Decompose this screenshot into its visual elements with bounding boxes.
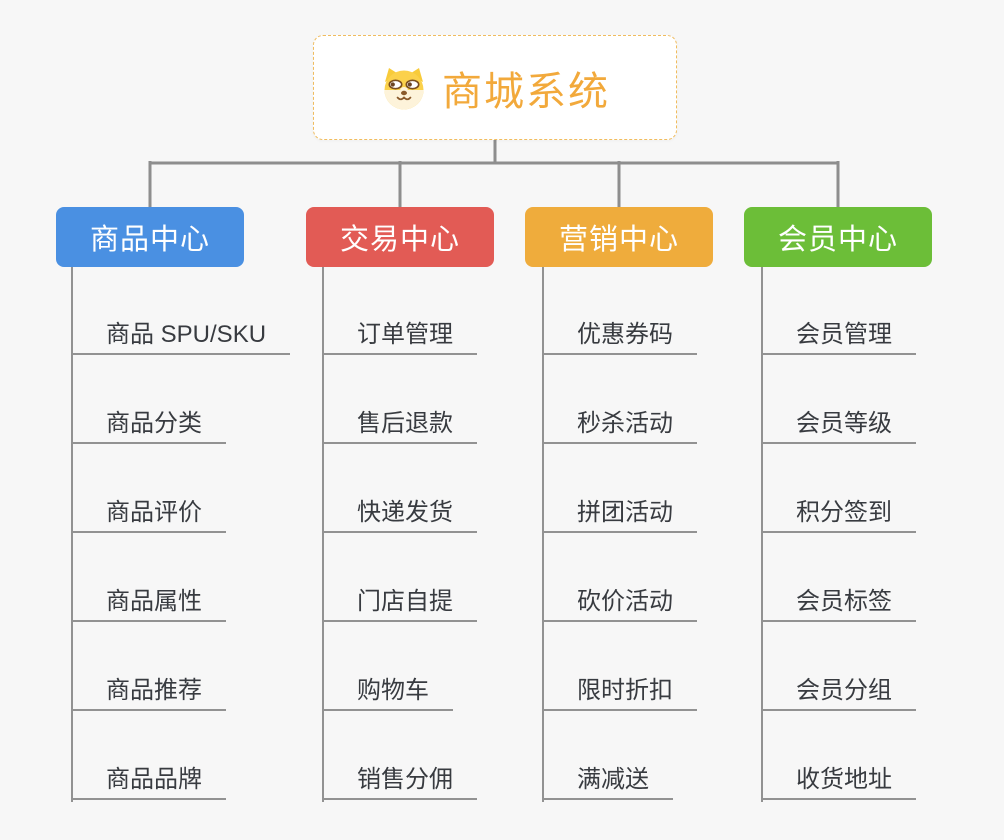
leaf-points-checkin[interactable]: 积分签到 [761, 491, 916, 533]
leaf-aftersale-refund[interactable]: 售后退款 [322, 402, 477, 444]
leaf-goods-review[interactable]: 商品评价 [71, 491, 226, 533]
trunk-line-product [71, 267, 73, 802]
leaf-coupon-code[interactable]: 优惠券码 [542, 313, 697, 355]
leaf-goods-category[interactable]: 商品分类 [71, 402, 226, 444]
leaf-shipping-address[interactable]: 收货地址 [761, 758, 916, 800]
leaf-flash-sale[interactable]: 秒杀活动 [542, 402, 697, 444]
trunk-line-trade [322, 267, 324, 802]
root-node[interactable]: 商城系统 [313, 35, 677, 140]
leaf-sales-commission[interactable]: 销售分佣 [322, 758, 477, 800]
leaf-member-level[interactable]: 会员等级 [761, 402, 916, 444]
leaf-store-pickup[interactable]: 门店自提 [322, 580, 477, 622]
leaf-order-management[interactable]: 订单管理 [322, 313, 477, 355]
branch-node-marketing-center[interactable]: 营销中心 [525, 207, 713, 267]
leaf-member-tag[interactable]: 会员标签 [761, 580, 916, 622]
root-title: 商城系统 [442, 69, 610, 114]
shiba-dog-icon [380, 66, 428, 110]
leaf-time-limited-discount[interactable]: 限时折扣 [542, 669, 697, 711]
leaf-express-delivery[interactable]: 快递发货 [322, 491, 477, 533]
leaf-full-reduction[interactable]: 满减送 [542, 758, 673, 800]
leaf-goods-spu-sku[interactable]: 商品 SPU/SKU [71, 313, 291, 355]
leaf-goods-attribute[interactable]: 商品属性 [71, 580, 226, 622]
leaf-member-management[interactable]: 会员管理 [761, 313, 916, 355]
leaf-group-buy[interactable]: 拼团活动 [542, 491, 697, 533]
branch-node-trade-center[interactable]: 交易中心 [306, 207, 494, 267]
branch-node-member-center[interactable]: 会员中心 [744, 207, 932, 267]
leaf-shopping-cart[interactable]: 购物车 [322, 669, 453, 711]
trunk-line-marketing [542, 267, 544, 802]
trunk-line-member [761, 267, 763, 802]
leaf-goods-recommend[interactable]: 商品推荐 [71, 669, 226, 711]
branch-node-product-center[interactable]: 商品中心 [56, 207, 244, 267]
leaf-member-group[interactable]: 会员分组 [761, 669, 916, 711]
leaf-bargain-activity[interactable]: 砍价活动 [542, 580, 697, 622]
leaf-goods-brand[interactable]: 商品品牌 [71, 758, 226, 800]
